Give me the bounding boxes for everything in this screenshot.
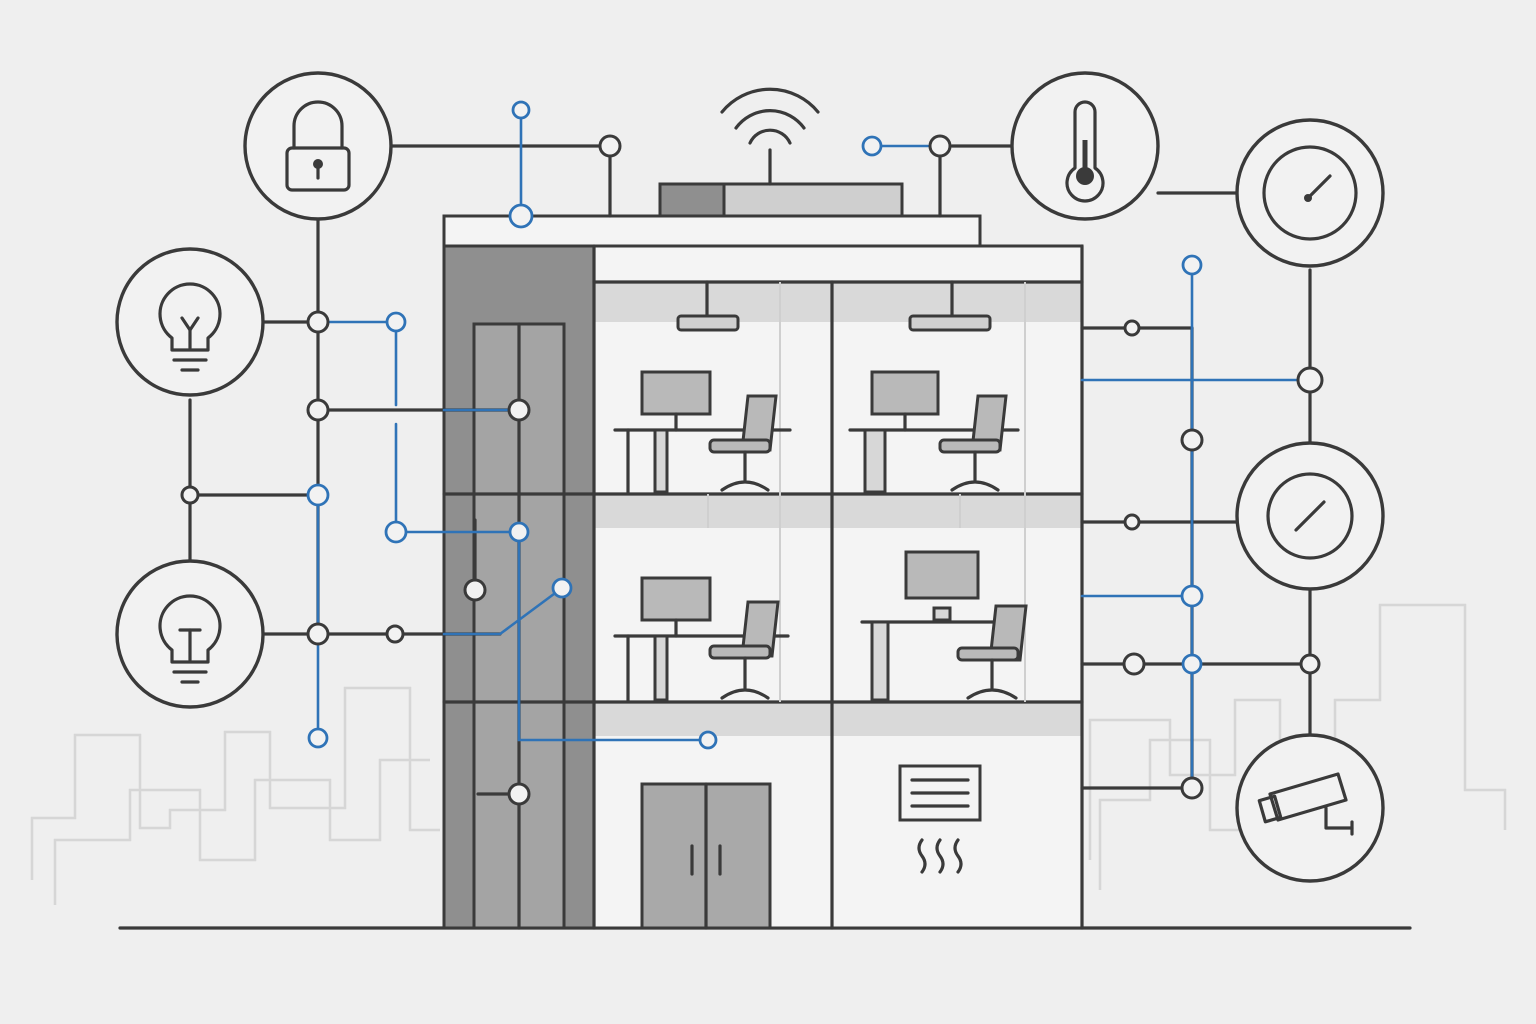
network-node (1299, 653, 1321, 675)
network-node (1180, 776, 1204, 800)
network-node (507, 782, 531, 806)
left-network (180, 100, 718, 806)
padlock-icon (243, 71, 393, 221)
network-node (180, 485, 200, 505)
network-node (508, 521, 530, 543)
network-node (384, 520, 408, 544)
network-node (1122, 652, 1146, 676)
heater-vent (898, 764, 982, 874)
network-node (307, 727, 329, 749)
lightbulb-icon (115, 247, 265, 397)
network-node (385, 624, 405, 644)
network-node (508, 203, 534, 229)
network-node (1180, 428, 1204, 452)
network-node (306, 622, 330, 646)
network-node (507, 398, 531, 422)
network-node (1180, 584, 1204, 608)
network-node (385, 311, 407, 333)
network-node (1181, 254, 1203, 276)
lightbulb-icon (115, 559, 265, 709)
wifi-icon (720, 87, 820, 186)
dial-icon (1235, 441, 1385, 591)
workstation (613, 370, 792, 494)
network-node (551, 577, 573, 599)
network-node (1123, 513, 1141, 531)
network-node (306, 398, 330, 422)
gauge-icon (1235, 118, 1385, 268)
network-node (861, 135, 883, 157)
building (442, 182, 1084, 930)
right-network (861, 134, 1324, 930)
network-node (1296, 366, 1324, 394)
network-node (698, 730, 718, 750)
network-node (928, 134, 952, 158)
security-camera-icon (1235, 733, 1385, 883)
network-node (463, 578, 487, 602)
ceiling-light (908, 280, 992, 332)
ceiling-light (676, 280, 740, 332)
workstation (613, 576, 790, 702)
double-door (640, 782, 772, 930)
network-node (511, 100, 531, 120)
network-node (306, 483, 330, 507)
workstation (860, 550, 1028, 702)
network-node (306, 310, 330, 334)
thermometer-icon (1010, 71, 1160, 221)
network-node (598, 134, 622, 158)
network-node (1181, 653, 1203, 675)
network-node (1123, 319, 1141, 337)
workstation (848, 370, 1020, 494)
